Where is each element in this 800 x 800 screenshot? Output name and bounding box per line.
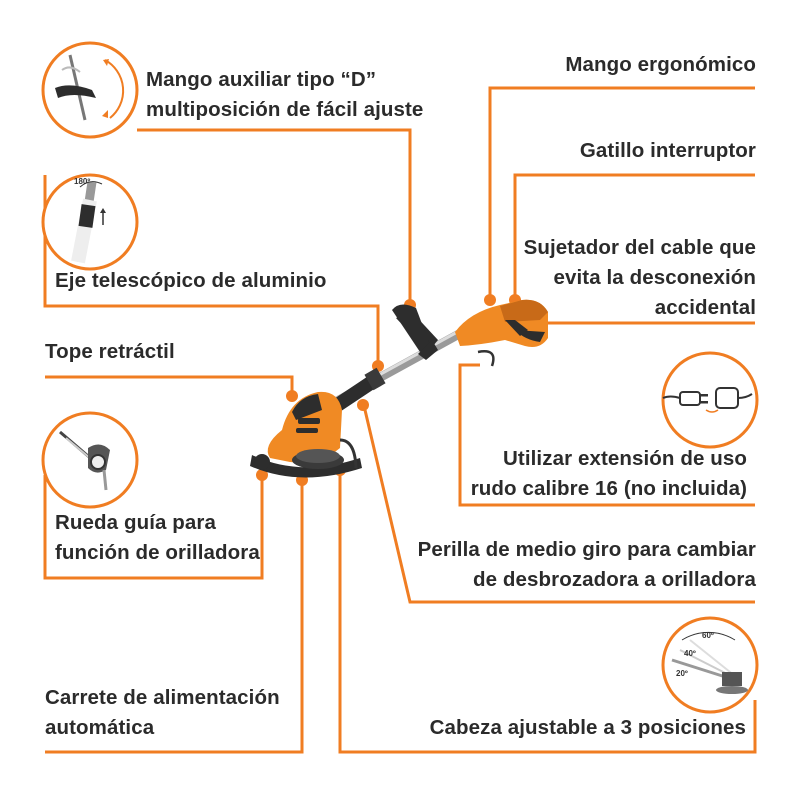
dot-rueda xyxy=(256,469,268,481)
label-extension-line-2: rudo calibre 16 (no incluida) xyxy=(470,477,747,500)
label-carrete: Carrete de alimentación automática xyxy=(45,683,280,743)
dot-mango-ergonomico xyxy=(484,294,496,306)
angle-label-60: 60º xyxy=(702,631,714,640)
label-perilla: Perilla de medio giro para cambiar de de… xyxy=(418,535,756,595)
angle-label-40: 40º xyxy=(684,649,696,658)
angle-label-20: 20º xyxy=(676,669,688,678)
callout-line-carrete xyxy=(45,480,304,754)
callout-line-gatillo xyxy=(513,173,755,300)
label-tope: Tope retráctil xyxy=(45,340,175,363)
callout-line-tope xyxy=(45,375,294,395)
label-mango-auxiliar: Mango auxiliar tipo “D” multiposición de… xyxy=(146,65,423,125)
callout-line-cabeza xyxy=(338,470,757,754)
callout-line-perilla xyxy=(363,409,755,604)
label-cabeza: Cabeza ajustable a 3 posiciones xyxy=(429,716,746,739)
label-sujetador-line-3: accidental xyxy=(654,296,756,319)
d-handle-icon xyxy=(55,54,125,121)
label-carrete-line-2: automática xyxy=(45,716,155,739)
label-rueda: Rueda guía para función de orilladora xyxy=(55,508,260,568)
label-sujetador: Sujetador del cable que evita la descone… xyxy=(524,233,756,323)
guide-wheel-icon xyxy=(59,430,110,491)
label-carrete-line-1: Carrete de alimentación xyxy=(45,686,280,709)
label-sujetador-line-1: Sujetador del cable que xyxy=(523,236,756,259)
dot-perilla xyxy=(357,399,369,411)
label-perilla-line-1: Perilla de medio giro para cambiar xyxy=(417,538,756,561)
angle-label-180: 180º xyxy=(74,177,90,186)
inset-extension xyxy=(661,351,759,449)
extension-plug-icon xyxy=(662,387,753,413)
label-rueda-line-1: Rueda guía para xyxy=(55,511,216,534)
label-mango-ergonomico: Mango ergonómico xyxy=(565,53,756,76)
dot-tope xyxy=(286,390,298,402)
adjustable-head-icon: 60º 40º 20º xyxy=(671,631,748,694)
label-gatillo: Gatillo interruptor xyxy=(579,139,756,162)
string-trimmer-image xyxy=(250,299,548,478)
label-extension: Utilizar extensión de uso rudo calibre 1… xyxy=(471,444,747,504)
label-rueda-line-2: función de orilladora xyxy=(55,541,260,564)
callout-line-mango-ergonomico xyxy=(488,86,755,300)
callout-line-rueda xyxy=(43,475,264,580)
label-extension-line-1: Utilizar extensión de uso xyxy=(503,447,747,470)
callout-line-mango-auxiliar xyxy=(137,128,412,305)
label-perilla-line-2: de desbrozadora a orilladora xyxy=(472,568,756,591)
telescopic-shaft-icon: 180º xyxy=(71,177,106,264)
callout-line-eje xyxy=(43,175,380,365)
label-eje: Eje telescópico de aluminio xyxy=(55,269,327,292)
callout-line-extension xyxy=(458,363,755,507)
label-sujetador-line-2: evita la desconexión xyxy=(553,266,756,289)
label-mango-auxiliar-line-1: Mango auxiliar tipo “D” xyxy=(146,68,377,91)
label-mango-auxiliar-line-2: multiposición de fácil ajuste xyxy=(146,98,424,121)
